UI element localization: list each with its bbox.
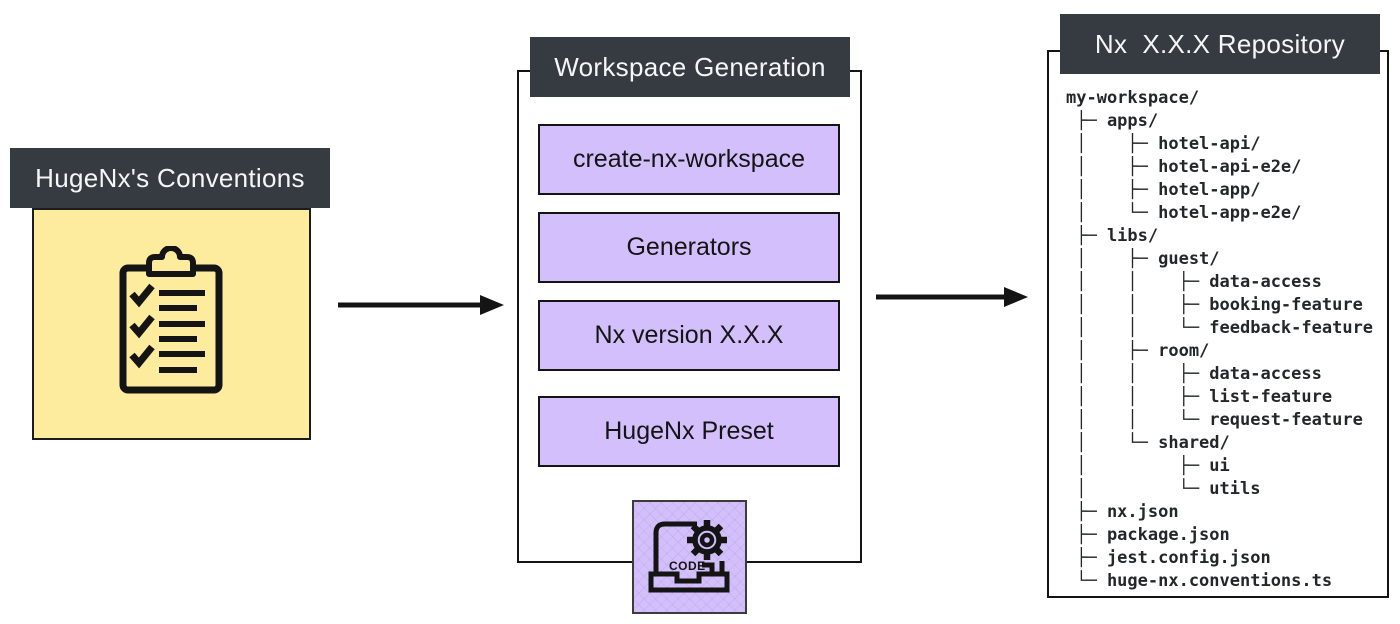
repository-file-tree: my-workspace/ ├─ apps/ │ ├─ hotel-api/ │… bbox=[1066, 88, 1374, 591]
step-generators: Generators bbox=[538, 212, 840, 283]
clipboard-checklist-icon bbox=[119, 246, 223, 394]
repository-title: Nx X.X.X Repository bbox=[1060, 14, 1380, 74]
code-generation-icon-box: CODE bbox=[632, 500, 747, 614]
repository-container bbox=[1047, 50, 1389, 598]
arrow-conventions-to-generation-icon bbox=[338, 295, 504, 315]
gear-icon bbox=[687, 520, 727, 560]
code-label: CODE bbox=[669, 559, 706, 573]
laptop-code-gear-icon: CODE bbox=[648, 520, 730, 593]
step-create-nx-workspace: create-nx-workspace bbox=[538, 124, 840, 195]
workspace-generation-title: Workspace Generation bbox=[530, 37, 850, 97]
step-hugenx-preset: HugeNx Preset bbox=[538, 396, 840, 467]
conventions-title: HugeNx's Conventions bbox=[10, 148, 330, 208]
conventions-note-box bbox=[32, 208, 311, 440]
arrow-generation-to-repository-icon bbox=[876, 287, 1028, 307]
step-nx-version: Nx version X.X.X bbox=[538, 300, 840, 371]
